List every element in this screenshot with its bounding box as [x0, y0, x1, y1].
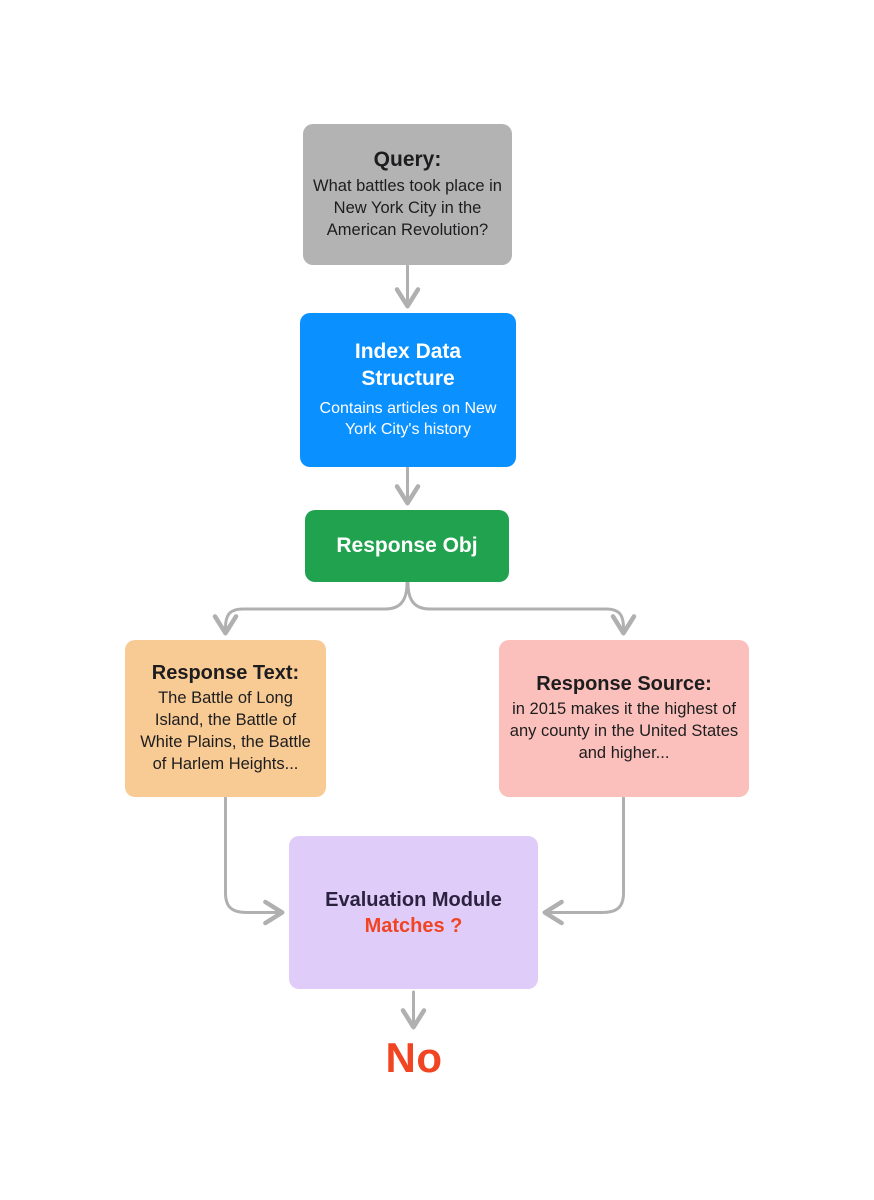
verdict-label: No: [385, 1034, 443, 1081]
node-response-text-body: The Battle of Long Island, the Battle of…: [140, 689, 311, 773]
node-query-title: Query:: [373, 148, 442, 172]
node-response-text-title: Response Text:: [151, 662, 300, 685]
node-index-body: Contains articles on New York City's his…: [319, 399, 497, 439]
edge-response-obj-to-response-source: [406, 581, 637, 636]
node-response-obj[interactable]: Response Obj: [305, 510, 509, 582]
node-response-text[interactable]: Response Text: The Battle of Long Island…: [125, 640, 326, 797]
node-query[interactable]: Query: What battles took place in New Yo…: [303, 124, 512, 265]
node-index-data-structure[interactable]: Index Data Structure Contains articles o…: [300, 313, 516, 467]
node-response-obj-title: Response Obj: [336, 533, 478, 557]
edge-response-obj-to-response-text: [212, 581, 409, 636]
node-evaluation-question: Matches ?: [364, 914, 463, 937]
node-query-body: What battles took place in New York City…: [313, 176, 502, 239]
node-response-source-title: Response Source:: [536, 673, 712, 696]
node-response-source-body: in 2015 makes it the highest of any coun…: [509, 700, 739, 762]
node-evaluation-module[interactable]: Evaluation Module Matches ?: [289, 836, 538, 989]
edge-response-source-to-evaluation: [542, 796, 625, 926]
node-index-title: Index Data Structure: [354, 340, 462, 390]
node-response-source[interactable]: Response Source: in 2015 makes it the hi…: [499, 640, 749, 797]
edge-response-text-to-evaluation: [224, 796, 285, 926]
node-evaluation-title: Evaluation Module: [325, 888, 502, 911]
